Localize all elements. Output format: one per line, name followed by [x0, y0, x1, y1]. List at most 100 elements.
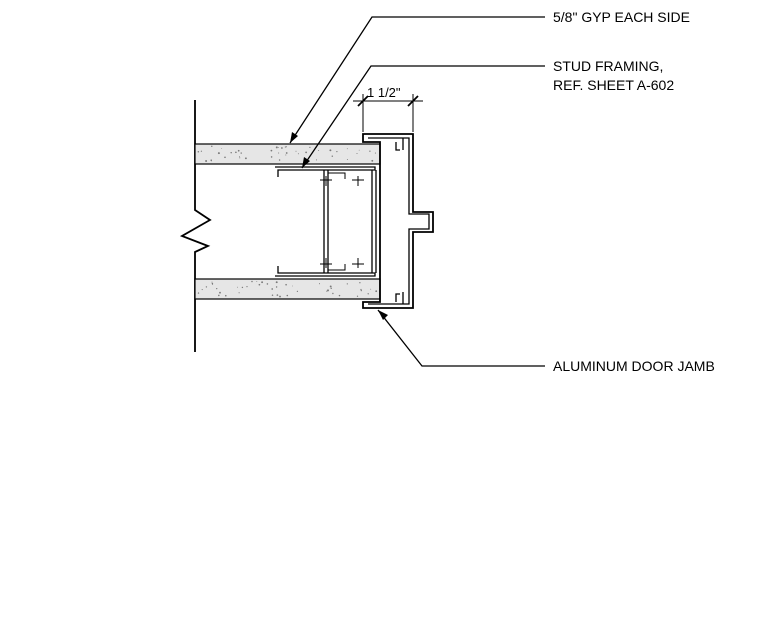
- gyp-speck: [256, 280, 258, 282]
- gyp-speck: [281, 147, 283, 149]
- gyp-speck: [356, 295, 359, 297]
- gyp-speck: [224, 156, 226, 159]
- gyp-speck: [275, 281, 278, 284]
- gyp-speck: [285, 154, 287, 156]
- gyp-speck: [275, 146, 278, 149]
- leader-stud: STUD FRAMING, REF. SHEET A-602: [301, 58, 674, 169]
- callout-jamb: ALUMINUM DOOR JAMB: [553, 358, 715, 374]
- gyp-speck: [369, 150, 371, 152]
- gyp-speck: [327, 289, 329, 292]
- callout-stud-line1: STUD FRAMING,: [553, 58, 663, 74]
- gyp-speck: [238, 292, 240, 294]
- gyp-speck: [346, 148, 348, 150]
- gyp-speck: [297, 153, 299, 155]
- gyp-speck: [330, 287, 332, 290]
- gyp-speck: [285, 152, 288, 154]
- gyp-speck: [370, 288, 372, 290]
- gyp-speck: [309, 146, 311, 149]
- gyp-speck: [305, 151, 307, 154]
- gyp-speck: [276, 294, 279, 296]
- gyp-speck: [271, 294, 274, 297]
- gyp-speck: [241, 286, 244, 289]
- gyp-speck: [375, 291, 377, 292]
- gyp-board-top: [194, 143, 381, 165]
- gyp-speck: [286, 294, 289, 297]
- leader-jamb: ALUMINUM DOOR JAMB: [377, 309, 715, 374]
- gyp-speck: [270, 149, 273, 152]
- gyp-speck: [326, 290, 328, 292]
- gyp-speck: [225, 294, 227, 297]
- gyp-speck: [332, 292, 334, 295]
- gyp-speck: [211, 145, 213, 148]
- gyp-speck: [201, 289, 203, 291]
- gyp-speck: [318, 283, 321, 285]
- gyp-speck: [329, 285, 332, 288]
- gyp-speck: [197, 151, 200, 153]
- gyp-speck: [205, 160, 208, 162]
- gyp-speck: [237, 149, 240, 152]
- gyp-speck: [329, 149, 332, 152]
- gyp-speck: [318, 150, 320, 151]
- jamb-dimension: 1 1/2": [353, 85, 423, 132]
- gyp-speck: [218, 294, 220, 297]
- gyp-speck: [221, 148, 223, 150]
- gyp-speck: [205, 286, 208, 288]
- gyp-speck: [371, 159, 374, 162]
- gyp-speck: [271, 288, 274, 290]
- gyp-speck: [217, 152, 220, 155]
- gyp-speck: [346, 159, 348, 160]
- gyp-speck: [336, 150, 338, 153]
- gyp-speck: [278, 159, 281, 161]
- gyp-speck: [270, 156, 273, 158]
- gyp-speck: [296, 290, 299, 293]
- gyp-speck: [359, 282, 361, 284]
- gyp-speck: [285, 283, 287, 286]
- dimension-text: 1 1/2": [367, 85, 401, 100]
- gyp-speck: [211, 281, 213, 283]
- gyp-speck: [358, 149, 360, 151]
- gyp-speck: [235, 151, 237, 154]
- gyp-speck: [360, 288, 362, 291]
- existing-wall-line: [179, 100, 212, 352]
- gyp-speck: [236, 286, 238, 288]
- gyp-speck: [279, 295, 281, 298]
- gyp-speck: [240, 152, 242, 154]
- aluminum-door-jamb: [362, 133, 434, 309]
- gyp-speck: [360, 289, 362, 292]
- gyp-speck: [315, 159, 318, 161]
- gyp-speck: [212, 283, 214, 285]
- gyp-speck: [284, 146, 287, 148]
- gyp-speck: [258, 283, 261, 286]
- gyp-speck: [292, 285, 293, 287]
- gyp-speck: [275, 286, 278, 288]
- gyp-speck: [246, 286, 248, 288]
- gyp-speck: [356, 152, 358, 155]
- gyp-speck: [295, 150, 297, 152]
- leader-gyp: 5/8" GYP EACH SIDE: [289, 9, 690, 144]
- gyp-speck: [216, 287, 218, 290]
- callout-stud-line2: REF. SHEET A-602: [553, 77, 674, 93]
- gyp-speck: [338, 294, 341, 297]
- gyp-speck: [346, 283, 348, 285]
- gyp-speck: [285, 146, 287, 148]
- stud-framing: [275, 166, 377, 277]
- gyp-speck: [219, 291, 221, 294]
- gyp-speck: [278, 146, 279, 148]
- gyp-speck: [331, 155, 334, 157]
- gyp-speck: [239, 156, 240, 158]
- gyp-speck: [374, 152, 376, 154]
- gyp-speck: [244, 157, 247, 160]
- gyp-speck: [210, 160, 212, 162]
- gyp-speck: [251, 280, 253, 283]
- gyp-speck: [239, 157, 241, 159]
- callout-gyp: 5/8" GYP EACH SIDE: [553, 9, 690, 25]
- gyp-speck: [197, 292, 200, 294]
- gyp-speck: [367, 293, 369, 295]
- gyp-texture: [197, 145, 378, 298]
- gyp-speck: [266, 283, 269, 285]
- gyp-speck: [278, 152, 280, 154]
- gyp-speck: [200, 150, 203, 152]
- gyp-speck: [230, 151, 232, 154]
- gyp-speck: [261, 281, 264, 284]
